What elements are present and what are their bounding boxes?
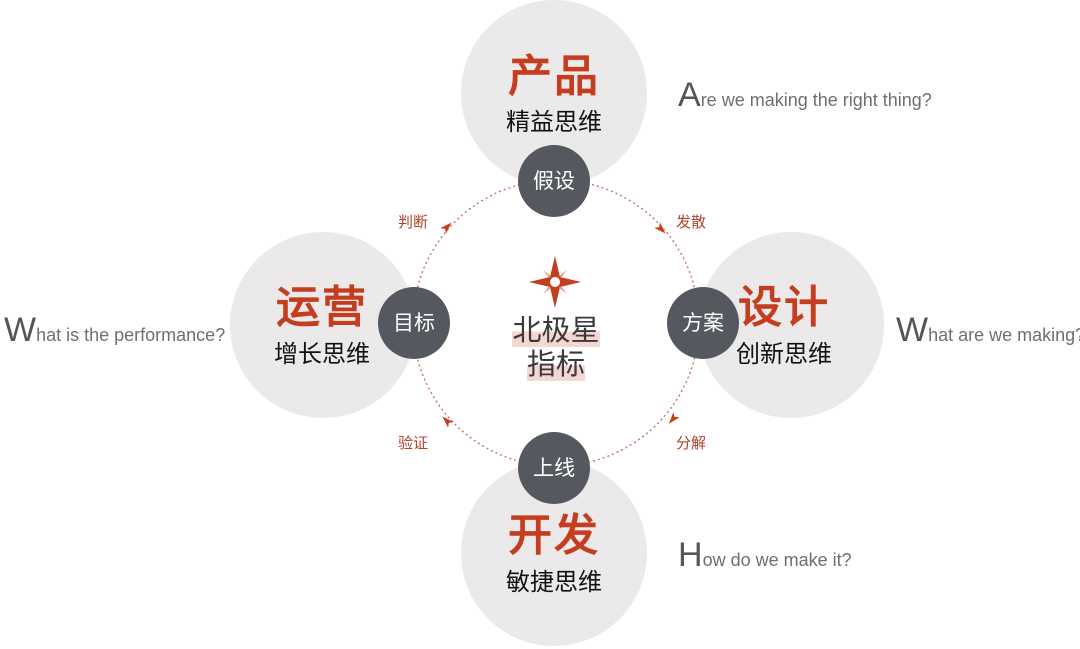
arrow-head-bottom-right (668, 412, 680, 424)
question-design-initial: W (896, 311, 929, 349)
arrow-head-top-right (654, 222, 666, 234)
operations-subtitle: 增长思维 (274, 340, 370, 368)
product-title: 产品 (508, 51, 600, 102)
question-design: What are we making? (896, 311, 1080, 350)
development-subtitle: 敏捷思维 (506, 568, 602, 596)
question-product-initial: A (678, 76, 701, 114)
question-product-text: re we making the right thing? (700, 90, 932, 110)
question-development: How do we make it? (678, 536, 852, 575)
question-operations-text: hat is the performance? (36, 325, 226, 345)
question-product: Are we making the right thing? (678, 76, 932, 115)
metric-label: 指标 (496, 347, 616, 381)
question-operations-initial: W (4, 311, 37, 349)
node-goal: 目标 (378, 287, 450, 359)
north-star-line2: 指标 (526, 347, 585, 381)
question-design-text: hat are we making? (928, 325, 1080, 345)
node-launch: 上线 (518, 432, 590, 504)
north-star-label: 北极星 (496, 313, 616, 347)
north-star-line1: 北极星 (512, 313, 600, 347)
development-title: 开发 (508, 510, 600, 561)
edge-label-decompose: 分解 (676, 434, 707, 452)
design-subtitle: 创新思维 (736, 340, 832, 368)
node-solution: 方案 (667, 287, 739, 359)
arrow-head-bottom-left (442, 416, 454, 428)
operations-title: 运营 (276, 282, 368, 333)
edge-label-judge: 判断 (398, 213, 429, 231)
edge-label-diverge: 发散 (676, 213, 707, 231)
question-operations: What is the performance? (4, 311, 225, 350)
product-subtitle: 精益思维 (506, 108, 602, 136)
node-hypothesis: 假设 (518, 145, 590, 217)
question-development-initial: H (678, 536, 703, 574)
arrow-head-top-left (440, 222, 452, 234)
edge-label-verify: 验证 (398, 434, 429, 452)
question-development-text: ow do we make it? (702, 550, 852, 570)
compass-star-icon (529, 256, 581, 308)
design-title: 设计 (738, 282, 830, 333)
